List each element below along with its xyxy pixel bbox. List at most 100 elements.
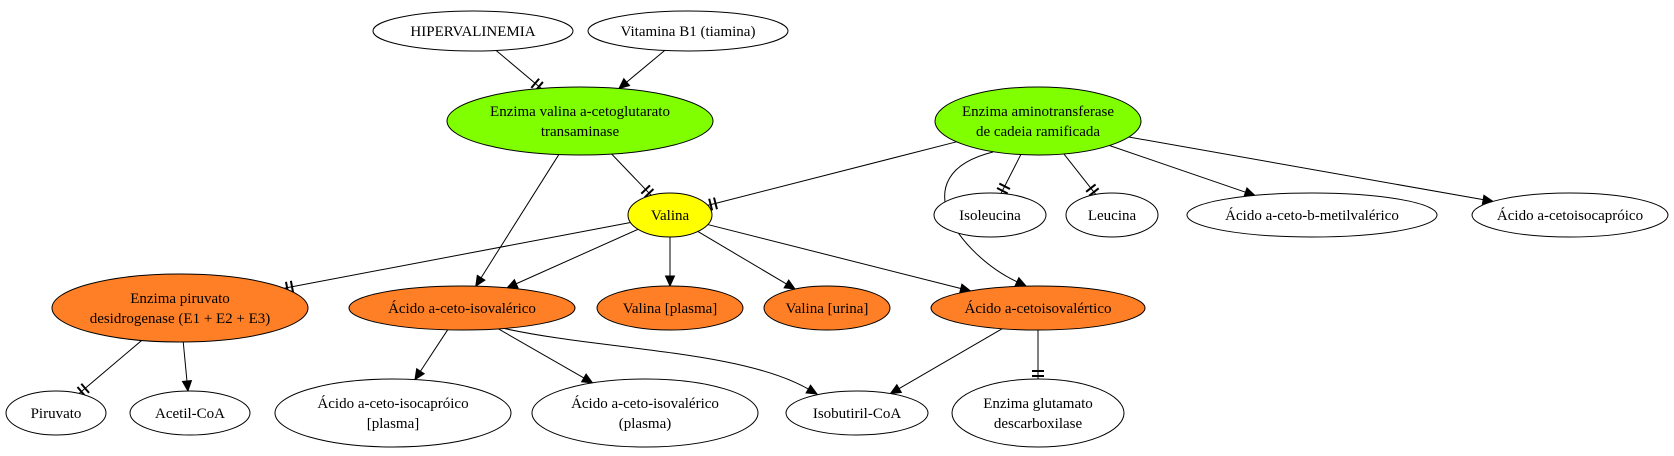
edge-acido_cetoisovalertico-to-isobutiril_coa xyxy=(889,328,1003,395)
edge-line xyxy=(626,50,665,83)
node-enzima-valina: Enzima valina a-cetoglutaratotransaminas… xyxy=(446,86,714,156)
node-vitamina-b1: Vitamina B1 (tiamina) xyxy=(587,10,789,52)
edge-vitamina_b1-to-enzima_valina xyxy=(618,50,665,90)
arrow-head xyxy=(1014,276,1028,287)
inhibit-tee xyxy=(80,383,90,394)
node-leucina: Leucina xyxy=(1065,192,1159,238)
node-label: Valina xyxy=(651,208,690,224)
node-acido-isocaproico-plasma: Ácido a-ceto-isocapróico [plasma] xyxy=(274,378,512,448)
edge-line xyxy=(182,341,188,382)
edge-enzima_amino-to-valina xyxy=(707,141,957,211)
node-label: descarboxilase xyxy=(994,416,1083,432)
edge-valina-to-enzima_piruvato xyxy=(284,222,631,294)
edge-valina-to-valina_urina xyxy=(697,231,797,290)
node-label: [plasma] xyxy=(367,416,419,432)
node-acido-isovalerico: Ácido a-ceto-isovalérico xyxy=(348,285,576,331)
node-label: Ácido a-ceto-isocapróico xyxy=(317,395,468,412)
node-label: de cadeia ramificada xyxy=(976,124,1100,140)
node-label: Leucina xyxy=(1088,208,1137,224)
inhibit-tee xyxy=(640,184,651,195)
edge-line xyxy=(495,50,542,89)
node-ellipse xyxy=(1065,192,1159,238)
node-ellipse xyxy=(348,285,576,331)
edge-valina-to-acido_cetoisovalertico xyxy=(707,224,972,294)
node-ellipse xyxy=(763,285,891,331)
edge-acido_isovalerico-to-isobutiril_coa xyxy=(501,327,819,395)
node-valina-urina: Valina [urina] xyxy=(763,285,891,331)
node-ellipse xyxy=(587,10,789,52)
arrow-head xyxy=(783,279,797,290)
node-label: (plasma) xyxy=(619,416,671,432)
node-label: Piruvato xyxy=(31,406,82,422)
edge-line xyxy=(516,228,639,285)
node-ellipse xyxy=(1471,192,1669,238)
node-label: Valina [urina] xyxy=(786,301,869,317)
edge-line xyxy=(501,327,809,390)
node-isobutiril-coa: Isobutiril-CoA xyxy=(785,390,929,436)
edge-enzima_piruvato-to-acetil_coa xyxy=(181,341,193,393)
edge-line xyxy=(697,231,787,285)
node-ellipse xyxy=(1186,192,1438,238)
edge-hipervalinemia-to-enzima_valina xyxy=(495,50,544,92)
arrow-head xyxy=(181,380,193,393)
inhibit-tee xyxy=(998,182,1011,190)
edges-layer xyxy=(76,50,1495,397)
node-ellipse xyxy=(274,378,512,448)
edge-enzima_amino-to-leucina xyxy=(1063,153,1100,197)
node-ellipse xyxy=(129,390,251,436)
inhibit-tee xyxy=(996,187,1009,195)
edge-line xyxy=(898,328,1003,390)
node-ellipse xyxy=(5,390,107,436)
edge-line xyxy=(78,340,143,394)
node-acido-isovalerico-plasma: Ácido a-ceto-isovalérico (plasma) xyxy=(531,378,759,448)
node-label: Ácido a-cetoisovalértico xyxy=(964,300,1111,317)
node-enzima-amino: Enzima aminotransferase de cadeia ramific… xyxy=(934,86,1142,156)
arrow-head xyxy=(618,77,631,90)
inhibit-tee xyxy=(530,78,540,89)
node-ellipse xyxy=(951,378,1125,448)
edge-line xyxy=(1109,145,1246,193)
arrow-head xyxy=(889,383,903,395)
node-ellipse xyxy=(51,273,309,343)
edge-line xyxy=(284,222,631,289)
node-label: Ácido a-ceto-b-metilvalérico xyxy=(1225,207,1399,224)
inhibit-tee xyxy=(1088,187,1100,197)
node-label: HIPERVALINEMIA xyxy=(410,24,535,40)
edge-enzima_amino-to-acido_metilvalerico xyxy=(1109,145,1257,198)
node-label: Acetil-CoA xyxy=(155,406,225,422)
arrow-head xyxy=(475,274,486,288)
node-hipervalinemia: HIPERVALINEMIA xyxy=(372,10,574,52)
edge-line xyxy=(420,329,449,372)
node-piruvato: Piruvato xyxy=(5,390,107,436)
edge-line xyxy=(1000,154,1022,194)
node-ellipse xyxy=(446,86,714,156)
inhibit-tee xyxy=(708,198,714,211)
edge-line xyxy=(611,153,652,196)
node-label: Enzima glutamato xyxy=(983,396,1093,412)
node-label: Vitamina B1 (tiamina) xyxy=(621,24,756,40)
node-valina-plasma: Valina [plasma] xyxy=(596,285,744,331)
edge-line xyxy=(707,141,957,206)
node-label: Enzima aminotransferase xyxy=(962,104,1114,120)
edge-acido_cetoisovalertico-to-enzima_glutamato xyxy=(1032,330,1044,379)
node-label: Ácido a-ceto-isovalérico xyxy=(388,300,536,317)
node-ellipse xyxy=(930,285,1146,331)
edge-line xyxy=(707,224,961,289)
node-ellipse xyxy=(933,192,1047,238)
inhibit-tee xyxy=(289,280,295,293)
arrow-head xyxy=(580,373,594,384)
node-label: desidrogenase (E1 + E2 + E3) xyxy=(90,311,271,327)
node-ellipse xyxy=(934,86,1142,156)
edge-line xyxy=(498,328,585,379)
edge-enzima_piruvato-to-piruvato xyxy=(76,340,143,397)
node-enzima-glutamato: Enzima glutamato descarboxilase xyxy=(951,378,1125,448)
arrow-head xyxy=(805,384,819,395)
node-label: Ácido a-cetoisocapróico xyxy=(1497,207,1643,224)
edge-enzima_valina-to-acido_isovalerico xyxy=(475,154,560,288)
inhibit-tee xyxy=(644,188,655,199)
arrow-head xyxy=(664,275,676,288)
node-label: Enzima valina a-cetoglutarato xyxy=(490,104,670,120)
node-label: Ácido a-ceto-isovalérico xyxy=(571,395,719,412)
node-ellipse xyxy=(372,10,574,52)
